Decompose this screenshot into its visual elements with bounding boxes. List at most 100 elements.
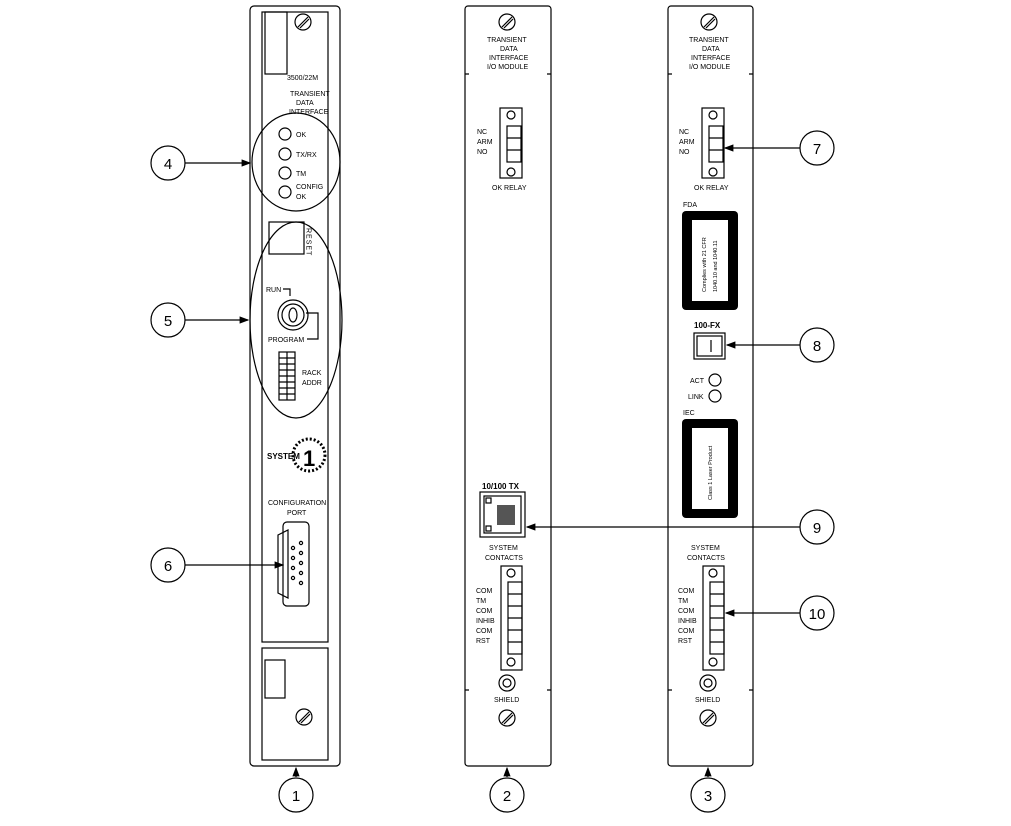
shield-label: SHIELD bbox=[695, 697, 720, 704]
svg-text:5: 5 bbox=[164, 313, 172, 330]
contact-label: INHIB bbox=[476, 618, 495, 625]
led-label: CONFIG bbox=[296, 184, 323, 191]
contact-label: TM bbox=[678, 598, 688, 605]
contact-label: COM bbox=[476, 588, 493, 595]
config-port-label: PORT bbox=[287, 510, 307, 517]
contacts-title: SYSTEM bbox=[691, 545, 720, 552]
system-contacts-connector[interactable] bbox=[702, 565, 725, 671]
screw-icon bbox=[498, 13, 516, 31]
led-link bbox=[708, 389, 722, 403]
main-module: 3500/22M TRANSIENT DATA INTERFACE OK TX/… bbox=[249, 5, 343, 767]
led-config-ok bbox=[278, 185, 292, 199]
ok-relay-connector[interactable] bbox=[499, 107, 523, 179]
contact-label: RST bbox=[476, 638, 491, 645]
svg-text:Complies with 21 CFR: Complies with 21 CFR bbox=[702, 237, 708, 292]
program-label: PROGRAM bbox=[268, 337, 304, 344]
rack-label: ADDR bbox=[302, 380, 322, 387]
ethernet-label: 10/100 TX bbox=[482, 482, 520, 491]
contact-label: TM bbox=[476, 598, 486, 605]
shield-terminal bbox=[699, 674, 717, 692]
serial-port[interactable] bbox=[277, 521, 310, 607]
relay-title: OK RELAY bbox=[492, 185, 527, 192]
title-line: I/O MODULE bbox=[689, 64, 731, 71]
svg-text:1: 1 bbox=[303, 446, 315, 471]
svg-text:2: 2 bbox=[503, 788, 511, 805]
contact-label: COM bbox=[678, 608, 695, 615]
shield-label: SHIELD bbox=[494, 697, 519, 704]
title-line: DATA bbox=[500, 46, 518, 53]
svg-text:SYSTEM: SYSTEM bbox=[267, 452, 300, 461]
led-tm bbox=[278, 166, 292, 180]
reset-button[interactable] bbox=[268, 221, 305, 255]
title-line: TRANSIENT bbox=[689, 37, 729, 44]
title-line: INTERFACE bbox=[489, 55, 529, 62]
system-contacts-connector[interactable] bbox=[500, 565, 523, 671]
led-act bbox=[708, 373, 722, 387]
callout-3 bbox=[690, 777, 726, 813]
reset-label: RESET bbox=[305, 228, 312, 256]
svg-text:10: 10 bbox=[809, 606, 826, 623]
relay-label: ARM bbox=[477, 139, 493, 146]
led-ok bbox=[278, 127, 292, 141]
callout-2 bbox=[489, 777, 525, 813]
system1-logo: SYSTEM 1 bbox=[267, 437, 327, 473]
svg-text:1: 1 bbox=[292, 788, 300, 805]
screw-icon bbox=[699, 709, 717, 727]
title-line: DATA bbox=[296, 100, 314, 107]
svg-text:3: 3 bbox=[704, 788, 712, 805]
iec-label: IEC bbox=[683, 410, 695, 417]
screw-icon bbox=[294, 13, 312, 31]
run-label: RUN bbox=[266, 287, 281, 294]
contact-label: COM bbox=[476, 608, 493, 615]
contact-label: RST bbox=[678, 638, 693, 645]
title-line: TRANSIENT bbox=[290, 91, 330, 98]
contact-label: COM bbox=[678, 628, 695, 635]
contact-label: INHIB bbox=[678, 618, 697, 625]
rack-label: RACK bbox=[302, 370, 322, 377]
fda-label: FDA bbox=[683, 202, 697, 209]
svg-text:6: 6 bbox=[164, 558, 172, 575]
title-line: TRANSIENT bbox=[487, 37, 527, 44]
led-label: OK bbox=[296, 132, 306, 139]
fda-compliance-label: Complies with 21 CFR 1040.10 and 1040.11 bbox=[682, 211, 738, 310]
relay-label: NC bbox=[679, 129, 689, 136]
screw-icon bbox=[295, 708, 313, 726]
title-line: INTERFACE bbox=[691, 55, 731, 62]
led-label: TM bbox=[296, 171, 306, 178]
iec-laser-label: Class 1 Laser Product bbox=[682, 419, 738, 518]
title-line: DATA bbox=[702, 46, 720, 53]
io-module-ethernet: TRANSIENT DATA INTERFACE I/O MODULE NC A… bbox=[464, 5, 552, 767]
contacts-title: CONTACTS bbox=[485, 555, 523, 562]
svg-text:4: 4 bbox=[164, 156, 172, 173]
ethernet-port[interactable] bbox=[479, 491, 526, 538]
relay-label: NC bbox=[477, 129, 487, 136]
model-label: 3500/22M bbox=[287, 75, 318, 82]
svg-text:8: 8 bbox=[813, 338, 821, 355]
callout-1 bbox=[278, 777, 314, 813]
io-module-fiber: TRANSIENT DATA INTERFACE I/O MODULE NC A… bbox=[667, 5, 754, 767]
fiber-port[interactable] bbox=[693, 332, 726, 360]
screw-icon bbox=[700, 13, 718, 31]
callouts: 1 2 3 4 5 6 7 8 9 10 bbox=[150, 130, 835, 813]
contacts-title: CONTACTS bbox=[687, 555, 725, 562]
key-switch[interactable] bbox=[277, 299, 309, 331]
screw-icon bbox=[498, 709, 516, 727]
shield-terminal bbox=[498, 674, 516, 692]
svg-text:1040.10 and 1040.11: 1040.10 and 1040.11 bbox=[713, 240, 719, 292]
contact-label: COM bbox=[476, 628, 493, 635]
svg-text:9: 9 bbox=[813, 520, 821, 537]
config-port-label: CONFIGURATION bbox=[268, 500, 326, 507]
relay-label: ARM bbox=[679, 139, 695, 146]
led-txrx bbox=[278, 147, 292, 161]
led-label: TX/RX bbox=[296, 152, 317, 159]
title-line: INTERFACE bbox=[289, 109, 329, 116]
ok-relay-connector[interactable] bbox=[701, 107, 725, 179]
link-label: LINK bbox=[688, 394, 704, 401]
svg-text:7: 7 bbox=[813, 141, 821, 158]
title-line: I/O MODULE bbox=[487, 64, 529, 71]
svg-text:Class 1 Laser Product: Class 1 Laser Product bbox=[708, 445, 714, 500]
led-label: OK bbox=[296, 194, 306, 201]
relay-label: NO bbox=[477, 149, 488, 156]
relay-label: NO bbox=[679, 149, 690, 156]
